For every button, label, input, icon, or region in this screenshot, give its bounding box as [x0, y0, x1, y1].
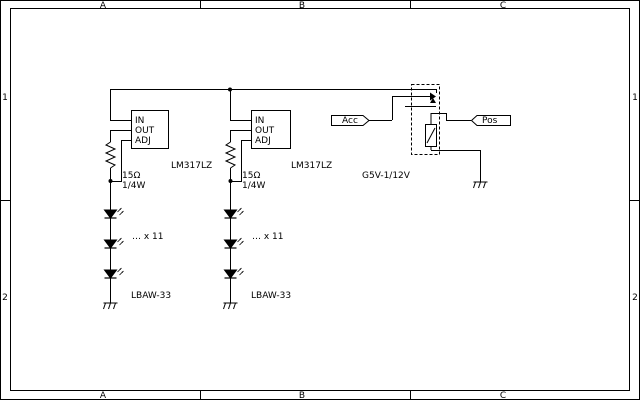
pos-port-label: Pos [482, 116, 498, 126]
led-2a-icon [223, 207, 245, 219]
resistor-1-power: 1/4W [122, 181, 145, 191]
zone-col-c-bottom: C [500, 391, 506, 400]
led-1c-icon [103, 267, 125, 279]
relay-circuit: Acc Pos G5V-1/12V [331, 84, 511, 189]
led-2c-icon [223, 267, 245, 279]
zone-row-1-right: 1 [632, 93, 638, 103]
ground-1-icon [103, 302, 118, 310]
regulator-1-pin-adj: ADJ [135, 136, 151, 146]
resistor-2-value: 15Ω [242, 171, 260, 181]
regulator-2-pin-out: OUT [255, 126, 275, 136]
regulator-circuit-2: IN OUT ADJ LM317LZ 15Ω 1/4W … x 11 LBAW-… [223, 89, 332, 310]
zone-col-a-top: A [100, 1, 107, 11]
pos-port-icon [470, 115, 511, 126]
relay-contact-no-icon [430, 92, 436, 101]
led-1-repeat: … x 11 [132, 232, 164, 242]
regulator-2-body [251, 110, 291, 149]
led-1-part: LBAW-33 [131, 291, 171, 301]
acc-port-label: Acc [342, 116, 358, 126]
resistor-1-value: 15Ω [122, 171, 140, 181]
regulator-2-part: LM317LZ [291, 161, 332, 171]
led-2b-icon [223, 237, 245, 249]
regulator-1-pin-in: IN [135, 116, 144, 126]
zone-col-c-top: C [500, 1, 506, 11]
zone-col-b-top: B [299, 1, 305, 11]
acc-port-icon [331, 115, 370, 126]
regulator-1-part: LM317LZ [171, 161, 212, 171]
relay-contact-nc-icon [430, 98, 436, 103]
zone-row-2-right: 2 [632, 293, 638, 303]
regulator-1-pin-out: OUT [135, 126, 155, 136]
ground-2-icon [223, 302, 238, 310]
resistor-2 [224, 141, 237, 169]
zone-col-b-bottom: B [299, 391, 305, 400]
led-2-repeat: … x 11 [252, 232, 284, 242]
relay-outline [411, 84, 440, 155]
zone-row-2-left: 2 [2, 293, 8, 303]
regulator-2-pin-adj: ADJ [255, 136, 271, 146]
led-2-part: LBAW-33 [251, 291, 291, 301]
regulator-1-body [131, 110, 169, 149]
led-1a-icon [103, 207, 125, 219]
ground-3-icon [473, 181, 488, 189]
relay-part: G5V-1/12V [362, 171, 411, 181]
regulator-2-pin-in: IN [255, 116, 264, 126]
zone-row-1-left: 1 [2, 93, 8, 103]
led-1b-icon [103, 237, 125, 249]
supply-rail [110, 87, 436, 92]
resistor-2-power: 1/4W [242, 181, 265, 191]
resistor-1 [104, 141, 117, 169]
regulator-circuit-1: IN OUT ADJ LM317LZ 15Ω 1/4W … x 11 LBAW-… [103, 89, 212, 310]
zone-col-a-bottom: A [100, 391, 107, 400]
